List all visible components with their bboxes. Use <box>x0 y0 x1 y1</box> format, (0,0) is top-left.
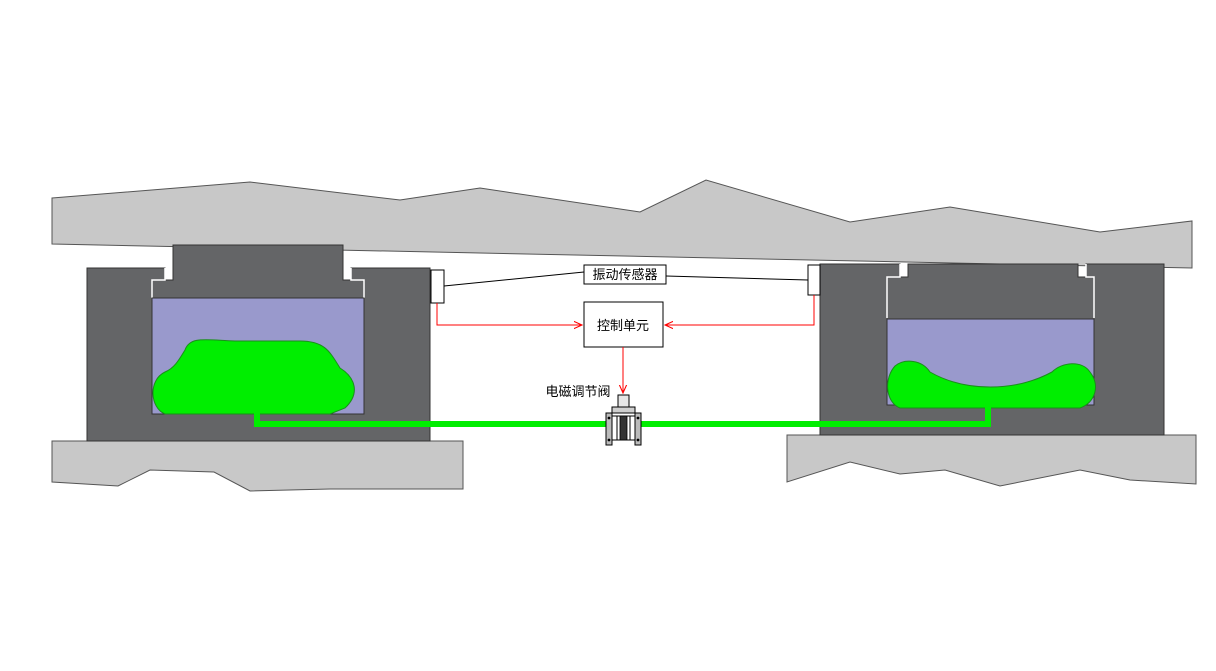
bottom-support-right <box>786 434 1197 487</box>
right-damper <box>819 263 1165 436</box>
sensor-block-left <box>430 269 445 304</box>
signal-line-right <box>665 295 815 325</box>
gas-pipe-right <box>640 406 991 427</box>
right-gas-bladder <box>887 360 1096 409</box>
gas-pipe <box>254 412 608 427</box>
control-unit-label: 控制单元 <box>597 319 649 334</box>
left-damper <box>86 244 431 442</box>
vibration-sensor-label: 振动传感器 <box>592 267 657 283</box>
sensor-block-right <box>807 264 821 296</box>
sensor-wire-right <box>665 275 809 281</box>
sensor-wire-left <box>443 271 585 287</box>
vibration-sensor-box <box>583 264 667 285</box>
bottom-support-left <box>51 440 464 492</box>
solenoid-valve <box>605 394 642 446</box>
left-gas-bladder <box>152 339 355 415</box>
signal-line-left <box>436 303 582 325</box>
control-unit-box <box>583 301 664 348</box>
solenoid-valve-label: 电磁调节阀 <box>545 385 610 400</box>
